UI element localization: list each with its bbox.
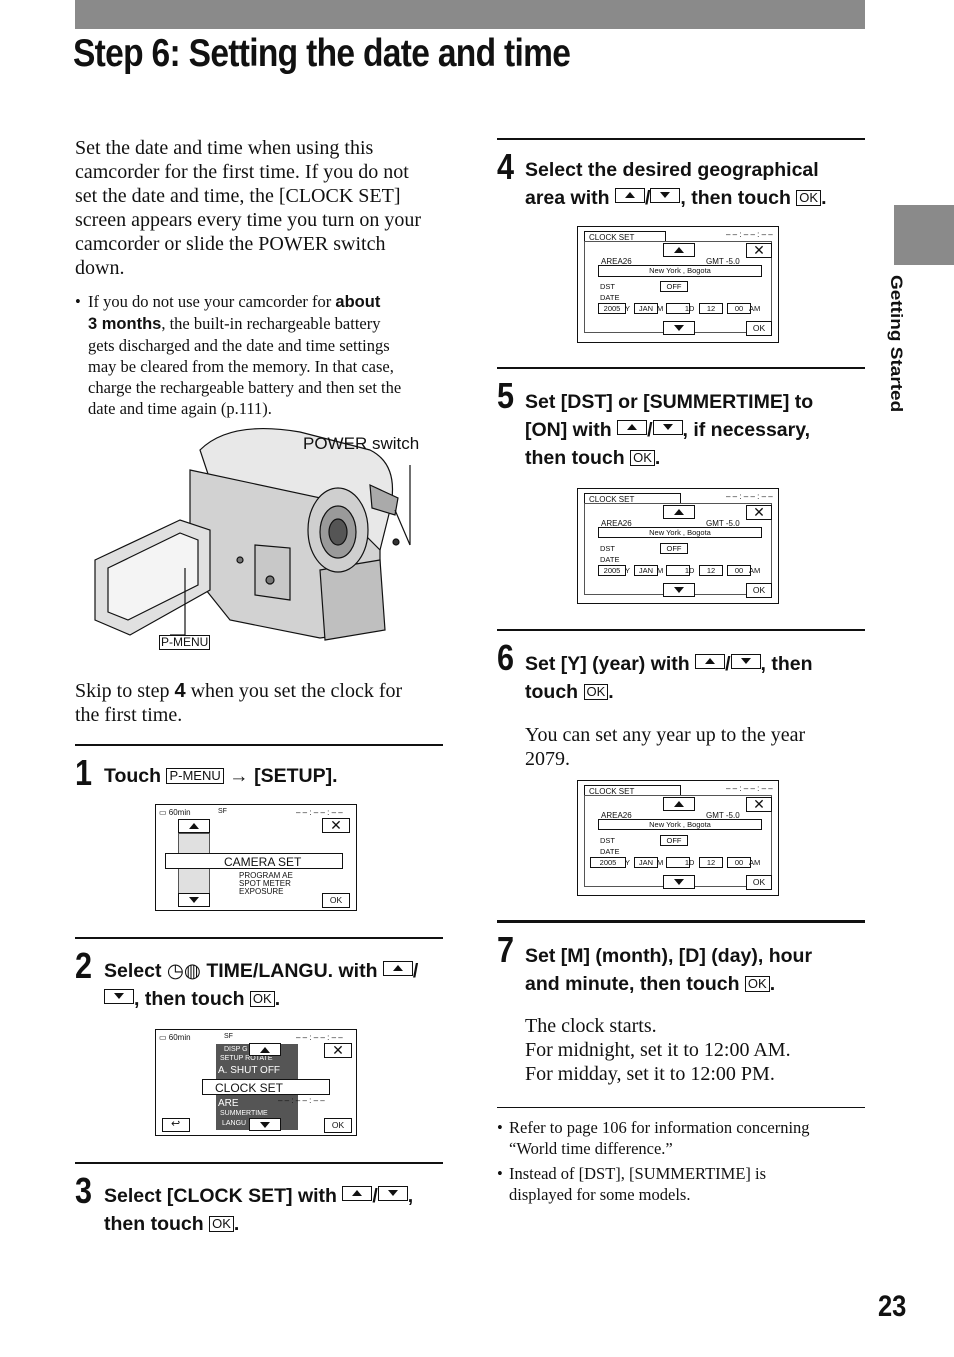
section-tab xyxy=(894,205,954,265)
power-switch-label: POWER switch xyxy=(303,434,420,453)
notes-divider xyxy=(497,1107,865,1108)
section-label: Getting Started xyxy=(886,275,905,413)
notes-list: •Refer to page 106 for information conce… xyxy=(497,1118,810,1204)
step-divider xyxy=(75,1162,443,1164)
clock-icon: ◷◍ xyxy=(166,960,201,982)
up-button[interactable] xyxy=(663,243,695,257)
step-divider xyxy=(75,937,443,939)
ok-button[interactable]: OK xyxy=(746,875,772,890)
pmenu-label: P-MENU xyxy=(159,635,211,650)
back-button[interactable]: ↩ xyxy=(162,1118,190,1132)
setup-menu-screen: ▭ 60min SF – – : – – : – – ✕ CAMERA SET … xyxy=(155,804,357,911)
city-field[interactable]: New York , Bogota xyxy=(598,265,762,277)
camcorder-illustration xyxy=(80,420,440,660)
down-button[interactable] xyxy=(663,321,695,335)
clock-set-screen-area: CLOCK SET – – : – – : – – ✕ AREA26 GMT -… xyxy=(577,226,779,343)
step-number: 7 xyxy=(497,929,515,970)
step-6-instruction: Set [Y] (year) with /, then touch OK. xyxy=(525,653,813,703)
step-divider xyxy=(497,367,865,369)
ok-button[interactable]: OK xyxy=(746,321,772,336)
step-number: 3 xyxy=(75,1170,93,1211)
city-field[interactable]: New York , Bogota xyxy=(598,527,762,538)
down-button[interactable] xyxy=(249,1118,281,1131)
step-number: 4 xyxy=(497,146,515,187)
close-button[interactable]: ✕ xyxy=(746,796,772,812)
time-langu-screen: ▭ 60min SF – – : – – : – – DISP G SETUP … xyxy=(155,1029,357,1136)
camera-set-item[interactable]: CAMERA SET xyxy=(165,853,343,869)
page-number: 23 xyxy=(878,1290,907,1323)
step-3-instruction: Select [CLOCK SET] with /, then touch OK… xyxy=(104,1185,414,1235)
step-4-instruction: Select the desired geographical area wit… xyxy=(525,159,827,209)
close-button[interactable]: ✕ xyxy=(324,1042,352,1058)
step-7-note: The clock starts.For midnight, set it to… xyxy=(525,1015,791,1085)
dst-field[interactable]: OFF xyxy=(660,543,688,554)
close-button[interactable]: ✕ xyxy=(322,817,350,833)
ok-button[interactable]: OK xyxy=(746,583,772,598)
close-button[interactable]: ✕ xyxy=(746,242,772,258)
battery-note: • If you do not use your camcorder for a… xyxy=(75,292,402,418)
header-bar xyxy=(75,0,865,29)
skip-note: Skip to step 4 when you set the clock fo… xyxy=(75,680,403,726)
step-5-instruction: Set [DST] or [SUMMERTIME] to [ON] with /… xyxy=(525,391,814,469)
clock-set-item[interactable]: CLOCK SET xyxy=(202,1079,330,1095)
step-number: 5 xyxy=(497,375,515,416)
page-title: Step 6: Setting the date and time xyxy=(73,32,571,75)
up-button[interactable] xyxy=(178,819,210,833)
close-button[interactable]: ✕ xyxy=(746,504,772,520)
ok-button[interactable]: OK xyxy=(324,1118,352,1133)
clock-set-screen-year: CLOCK SET – – : – – : – – ✕ AREA26 GMT -… xyxy=(577,780,779,896)
city-field[interactable]: New York , Bogota xyxy=(598,819,762,830)
down-button[interactable] xyxy=(663,875,695,889)
step-1-instruction: Touch P-MENU → [SETUP]. xyxy=(104,765,338,787)
up-button[interactable] xyxy=(249,1043,281,1056)
step-divider xyxy=(75,744,443,746)
step-2-instruction: Select ◷◍ TIME/LANGU. with / , then touc… xyxy=(104,960,419,1010)
step-number: 2 xyxy=(75,945,93,986)
down-button[interactable] xyxy=(178,893,210,907)
clock-set-screen-dst: CLOCK SET – – : – – : – – ✕ AREA26 GMT -… xyxy=(577,488,779,604)
down-button[interactable] xyxy=(663,583,695,597)
up-button[interactable] xyxy=(663,505,695,519)
up-button[interactable] xyxy=(663,797,695,811)
step-divider xyxy=(497,138,865,140)
step-divider xyxy=(497,920,865,923)
year-field[interactable]: 2005 xyxy=(590,857,626,868)
ok-button[interactable]: OK xyxy=(322,893,350,908)
step-number: 1 xyxy=(75,752,93,793)
step-divider xyxy=(497,629,865,631)
step-7-instruction: Set [M] (month), [D] (day), hour and min… xyxy=(525,945,813,995)
step-number: 6 xyxy=(497,637,515,678)
